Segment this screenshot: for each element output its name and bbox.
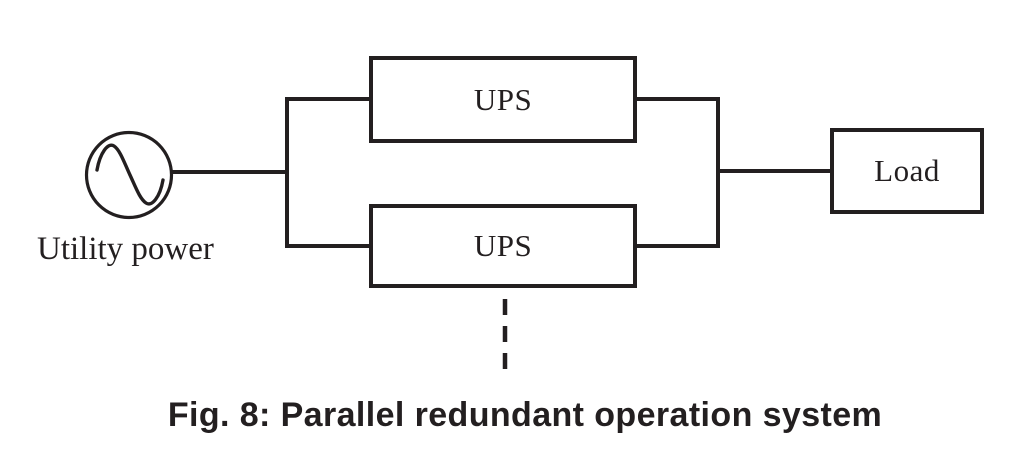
- more-units-dashed-line: [502, 299, 508, 371]
- ups1-output-wire: [635, 97, 720, 101]
- utility-to-bus-wire: [170, 170, 287, 174]
- ups-box-top: UPS: [369, 56, 637, 143]
- ups-box-bottom-label: UPS: [473, 228, 533, 263]
- ups2-input-wire: [285, 244, 371, 248]
- ac-source-icon: [84, 130, 174, 220]
- ups1-input-wire: [285, 97, 371, 101]
- ups2-output-wire: [635, 244, 720, 248]
- figure-caption: Fig. 8: Parallel redundant operation sys…: [167, 396, 883, 434]
- load-box: Load: [830, 128, 984, 214]
- ups-box-bottom: UPS: [369, 204, 637, 288]
- utility-power-label: Utility power: [37, 231, 214, 267]
- input-bus-wire: [285, 97, 289, 248]
- bus-to-load-wire: [716, 169, 832, 173]
- ups-box-top-label: UPS: [473, 81, 533, 117]
- load-box-label: Load: [874, 153, 940, 188]
